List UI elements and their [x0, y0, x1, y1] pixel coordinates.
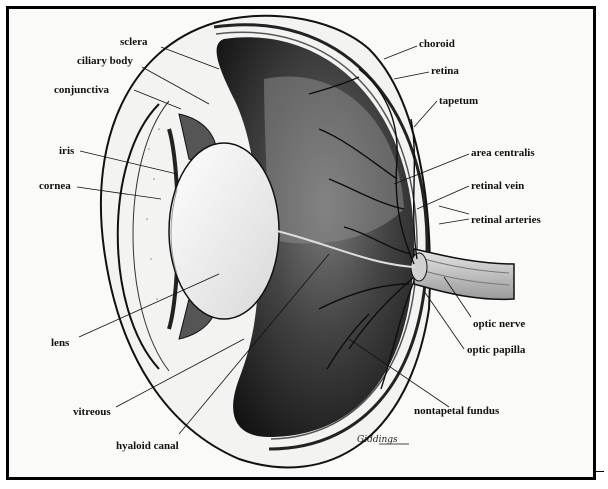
- diagram-frame: sclera ciliary body conjunctiva iris cor…: [6, 6, 596, 480]
- label-conjunctiva: conjunctiva: [54, 84, 109, 96]
- label-cornea: cornea: [39, 180, 71, 192]
- label-sclera: sclera: [120, 36, 147, 48]
- label-nontapetal-fundus: nontapetal fundus: [414, 405, 499, 417]
- artist-signature: Giddings: [357, 435, 398, 445]
- label-retinal-arteries: retinal arteries: [471, 214, 541, 226]
- edge-mark: [594, 471, 604, 472]
- label-vitreous: vitreous: [73, 406, 111, 418]
- label-hyaloid-canal: hyaloid canal: [116, 440, 179, 452]
- label-iris: iris: [59, 145, 74, 157]
- label-choroid: choroid: [419, 38, 455, 50]
- label-optic-papilla: optic papilla: [467, 344, 525, 356]
- lens: [169, 143, 279, 319]
- label-ciliary-body: ciliary body: [77, 55, 133, 67]
- label-optic-nerve: optic nerve: [473, 318, 525, 330]
- label-area-centralis: area centralis: [471, 147, 535, 159]
- label-tapetum: tapetum: [439, 95, 478, 107]
- label-retinal-vein: retinal vein: [471, 180, 524, 192]
- label-lens: lens: [51, 337, 69, 349]
- label-retina: retina: [431, 65, 459, 77]
